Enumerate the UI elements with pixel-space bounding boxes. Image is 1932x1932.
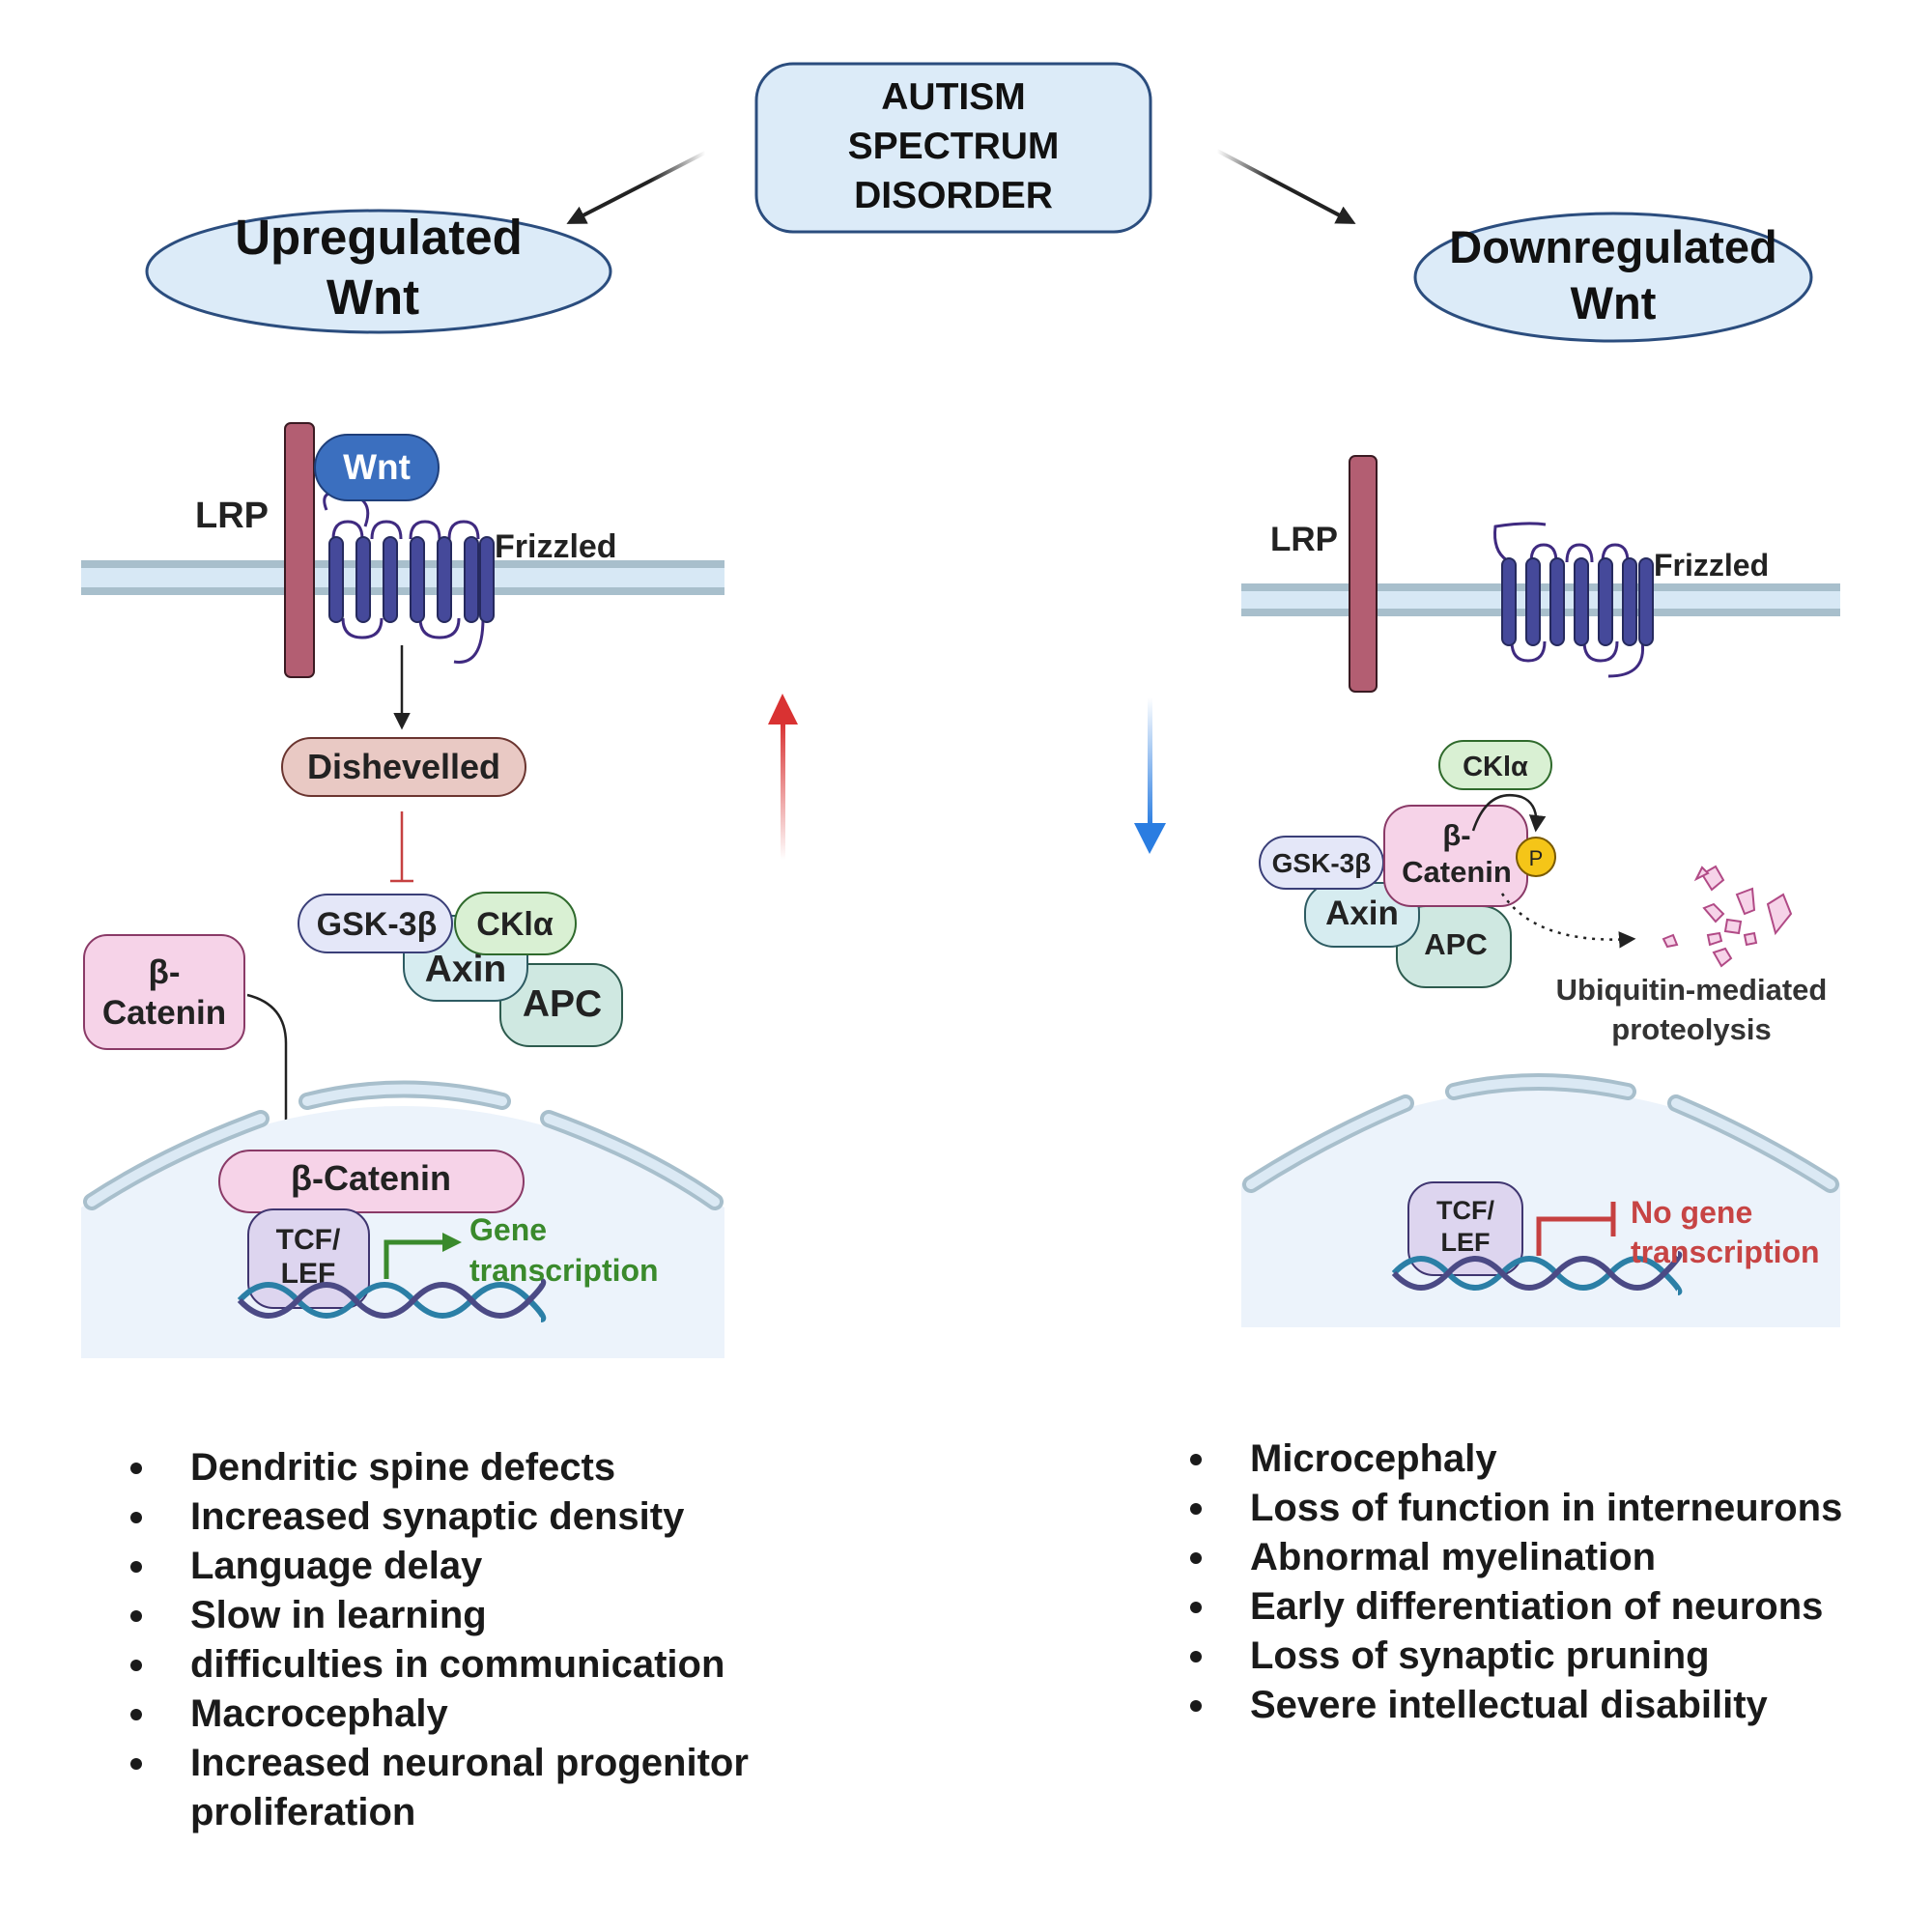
upregulated-heading-line: Upregulated [235, 210, 523, 265]
translocation-arrow [246, 993, 295, 1171]
downregulated-heading: Downregulated Wnt [1413, 212, 1813, 343]
ckla-protein [454, 892, 577, 955]
nucleus-right [1241, 1073, 1840, 1327]
up-arrow [768, 694, 798, 860]
beta-catenin-line-right: β- [1442, 818, 1470, 852]
nucleus-left [81, 1080, 724, 1358]
axin-label-right: Axin [1325, 895, 1399, 932]
tcf-lef-left: TCF/ LEF [247, 1208, 370, 1309]
frizzled-helices-right [1501, 557, 1654, 646]
gsk3b-label: GSK-3β [317, 906, 438, 943]
list-item: Increased neuronal progenitor proliferat… [130, 1739, 807, 1837]
proteolysis-line: proteolysis [1611, 1012, 1771, 1046]
destruction-complex-left: APC Axin GSK-3β CKlα [298, 892, 623, 1047]
list-item: Slow in learning [130, 1591, 807, 1640]
beta-catenin-nuclear: β-Catenin [218, 1150, 525, 1213]
proteolysis-line: Ubiquitin-mediated [1556, 973, 1828, 1007]
list-item: Early differentiation of neurons [1190, 1582, 1905, 1632]
tcf-line-right: TCF/ [1436, 1196, 1494, 1225]
list-item: Macrocephaly [130, 1690, 807, 1739]
ckla-protein-right [1438, 740, 1552, 790]
beta-catenin-line: Catenin [102, 994, 226, 1032]
gene-transcription-line: Gene [469, 1212, 547, 1247]
no-gene-line: transcription [1631, 1235, 1820, 1269]
wnt-label: Wnt [343, 447, 411, 487]
dna-right [1391, 1251, 1683, 1295]
upregulated-heading: Upregulated Wnt [145, 209, 612, 334]
tcf-line: TCF/ [276, 1224, 341, 1256]
phospho-label: P [1529, 846, 1544, 870]
dna-left [237, 1278, 547, 1322]
title-box: AUTISM SPECTRUM DISORDER [754, 62, 1152, 234]
lrp-label-right: LRP [1270, 521, 1338, 558]
ckla-label: CKlα [476, 906, 554, 943]
list-item: Loss of function in interneurons [1190, 1484, 1905, 1533]
title-line: SPECTRUM [848, 126, 1060, 167]
inhibition-dishevelled [390, 811, 413, 883]
no-transcription-block [1536, 1202, 1616, 1256]
frizzled-label-right: Frizzled [1654, 548, 1769, 582]
downregulated-heading-line: Downregulated [1449, 221, 1776, 272]
protein-fragments [1662, 865, 1793, 968]
apc-label: APC [523, 983, 602, 1025]
list-item: difficulties in communication [130, 1640, 807, 1690]
ckla-label-right: CKlα [1463, 752, 1528, 782]
frizzled-helices [328, 536, 495, 623]
apc-label-right: APC [1424, 927, 1487, 961]
gsk3b-label-right: GSK-3β [1272, 848, 1372, 878]
arrow-to-upregulated [566, 151, 706, 224]
frizzled-receptor-right [1493, 522, 1645, 678]
beta-catenin-cytoplasmic: β- Catenin [83, 934, 245, 1050]
lrp-receptor [284, 422, 315, 678]
gsk3b-protein [298, 894, 453, 953]
list-item: Microcephaly [1190, 1435, 1905, 1484]
title-line: AUTISM [881, 76, 1026, 118]
apc-protein [499, 963, 623, 1047]
lrp-label: LRP [195, 496, 269, 536]
destruction-complex-right: CKlα APC Axin GSK-3β β- Catenin P [1259, 740, 1556, 988]
down-arrow [1134, 697, 1166, 854]
list-item: Loss of synaptic pruning [1190, 1632, 1905, 1681]
beta-catenin-line: β- [148, 953, 180, 991]
no-gene-line: No gene [1631, 1195, 1752, 1230]
lrp-receptor-right [1349, 455, 1378, 693]
beta-catenin-line-right: Catenin [1402, 855, 1512, 889]
downregulated-heading-line: Wnt [1571, 277, 1657, 328]
upregulated-effects-list: Dendritic spine defects Increased synapt… [130, 1443, 807, 1837]
transcription-arrow [384, 1233, 462, 1279]
dishevelled-label: Dishevelled [307, 747, 500, 786]
axin-label: Axin [425, 949, 507, 990]
title-line: DISORDER [854, 175, 1053, 216]
phospho-group [1516, 837, 1556, 877]
degradation-arrow [1500, 893, 1636, 949]
wnt-ligand: Wnt [314, 434, 440, 501]
dishevelled: Dishevelled [281, 737, 526, 797]
list-item: Language delay [130, 1542, 807, 1591]
upregulated-heading-line: Wnt [327, 270, 419, 325]
list-item: Severe intellectual disability [1190, 1681, 1905, 1730]
downregulated-effects-list: Microcephaly Loss of function in interne… [1190, 1435, 1905, 1730]
tcf-line-right: LEF [1441, 1228, 1491, 1257]
frizzled-label: Frizzled [495, 528, 617, 565]
nuclear-beta-catenin-label: β-Catenin [291, 1158, 451, 1198]
list-item: Abnormal myelination [1190, 1533, 1905, 1582]
tcf-lef-right: TCF/ LEF [1407, 1181, 1523, 1276]
list-item: Dendritic spine defects [130, 1443, 807, 1492]
cell-membrane-left [81, 560, 724, 595]
arrow-to-downregulated [1216, 149, 1356, 224]
phosphorylation-arrow [1471, 794, 1547, 833]
gene-transcription-line: transcription [469, 1253, 659, 1288]
list-item: Increased synaptic density [130, 1492, 807, 1542]
